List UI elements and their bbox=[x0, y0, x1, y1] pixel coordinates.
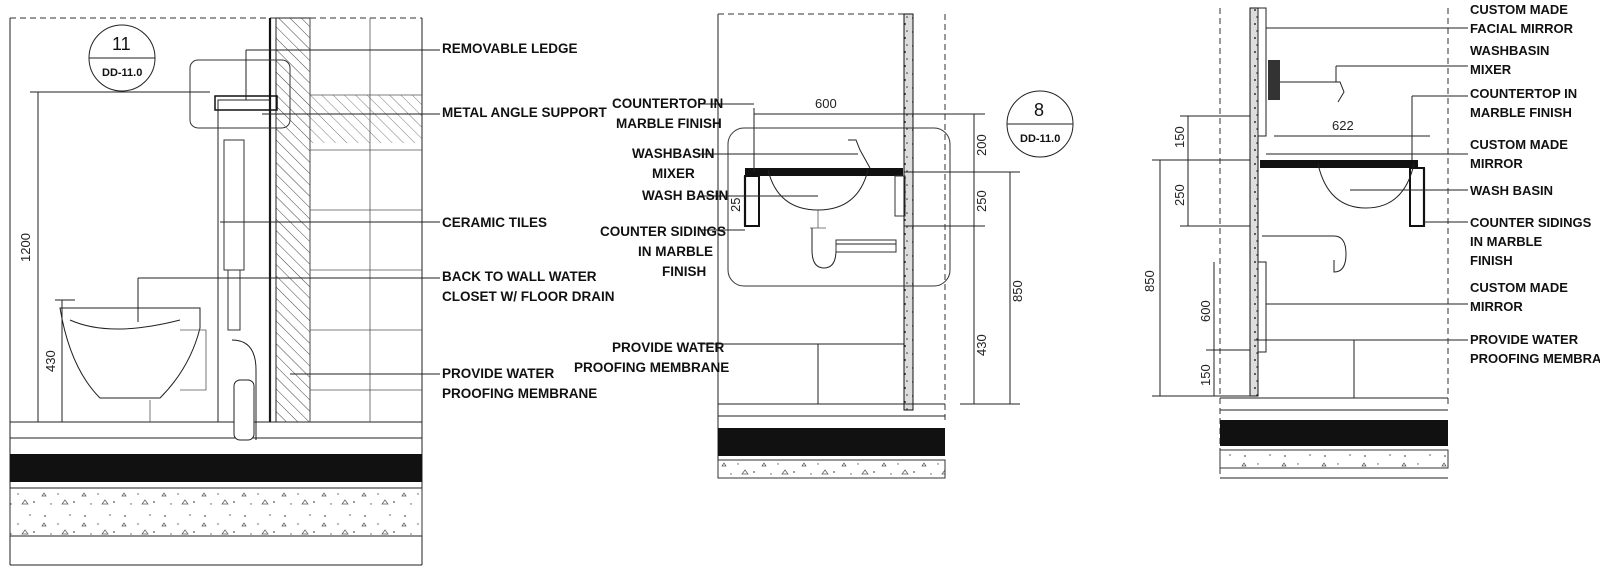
dim-600: 600 bbox=[815, 96, 837, 111]
screed-layer-right bbox=[1220, 420, 1448, 446]
label-sidings-8-line3: FINISH bbox=[662, 264, 706, 279]
label-wash-basin-8: WASH BASIN bbox=[642, 188, 728, 203]
label-ceramic-tiles: CERAMIC TILES bbox=[442, 215, 547, 230]
detail-tag-11: 11 DD-11.0 bbox=[88, 24, 156, 92]
label-mixer-8-line1: WASHBASIN bbox=[632, 146, 715, 161]
dim-25: 25 bbox=[728, 198, 743, 212]
detail-8-washbasin-counter: 600 200 250 850 430 25 8 DD-11.0 COUNTER… bbox=[574, 13, 1074, 479]
dim-200: 200 bbox=[974, 134, 989, 156]
label-mixer-right-line1: WASHBASIN bbox=[1470, 43, 1549, 58]
label-waterproof-11-line1: PROVIDE WATER bbox=[442, 366, 555, 381]
countertop-right bbox=[1260, 160, 1418, 168]
tag-number-8: 8 bbox=[1034, 100, 1044, 120]
masonry-wall bbox=[275, 17, 311, 423]
tag-number-11: 11 bbox=[112, 34, 131, 54]
dim-850: 850 bbox=[1010, 280, 1025, 302]
screed-layer-8 bbox=[718, 428, 945, 456]
label-mirror-b-line2: MIRROR bbox=[1470, 299, 1523, 314]
dim-1200: 1200 bbox=[18, 233, 33, 262]
detail-right-mirror-basin: 622 150 250 850 600 150 CUSTOM MADE FACI… bbox=[1142, 2, 1600, 479]
label-sidings-8-line2: IN MARBLE bbox=[638, 244, 713, 259]
label-wc-line2: CLOSET W/ FLOOR DRAIN bbox=[442, 289, 615, 304]
label-mixer-right-line2: MIXER bbox=[1470, 62, 1512, 77]
dim-250: 250 bbox=[974, 190, 989, 212]
ceramic-tile-grid bbox=[309, 18, 422, 422]
dim-430-8: 430 bbox=[974, 334, 989, 356]
label-waterproof-11-line2: PROOFING MEMBRANE bbox=[442, 386, 597, 401]
dim-250-right: 250 bbox=[1172, 184, 1187, 206]
concrete-slab bbox=[9, 487, 423, 537]
label-sidings-8-line1: COUNTER SIDINGS bbox=[600, 224, 726, 239]
screed-layer bbox=[10, 454, 422, 482]
label-removable-ledge: REMOVABLE LEDGE bbox=[442, 41, 578, 56]
wall-section-8 bbox=[903, 13, 914, 411]
dim-600-right: 600 bbox=[1198, 300, 1213, 322]
label-wc-line1: BACK TO WALL WATER bbox=[442, 269, 597, 284]
label-facial-mirror-line1: CUSTOM MADE bbox=[1470, 2, 1568, 17]
detail-11-water-closet: 1200 430 11 DD-11.0 REMOVABLE LEDGE META… bbox=[9, 17, 615, 566]
label-facial-mirror-line2: FACIAL MIRROR bbox=[1470, 21, 1574, 36]
label-mirror-a-line2: MIRROR bbox=[1470, 156, 1523, 171]
dim-850-right: 850 bbox=[1142, 270, 1157, 292]
countertop-8 bbox=[745, 168, 903, 176]
label-countertop-8-line2: MARBLE FINISH bbox=[616, 116, 722, 131]
dim-150-bottom: 150 bbox=[1198, 364, 1213, 386]
label-countertop-right-line2: MARBLE FINISH bbox=[1470, 105, 1572, 120]
dim-622: 622 bbox=[1332, 118, 1354, 133]
tag-ref-8: DD-11.0 bbox=[1020, 133, 1060, 145]
label-waterproof-8-line2: PROOFING MEMBRANE bbox=[574, 360, 729, 375]
detail-tag-8: 8 DD-11.0 bbox=[1006, 90, 1074, 158]
label-wash-basin-right: WASH BASIN bbox=[1470, 183, 1553, 198]
label-waterproof-right-line1: PROVIDE WATER bbox=[1470, 332, 1579, 347]
label-sidings-right-line3: FINISH bbox=[1470, 253, 1513, 268]
mixer-body bbox=[1268, 60, 1280, 100]
label-mirror-a-line1: CUSTOM MADE bbox=[1470, 137, 1568, 152]
label-waterproof-right-line2: PROOFING MEMBRANE bbox=[1470, 351, 1600, 366]
wc-pan bbox=[59, 307, 201, 399]
label-mixer-8-line2: MIXER bbox=[652, 166, 695, 181]
label-sidings-right-line1: COUNTER SIDINGS bbox=[1470, 215, 1592, 230]
label-metal-angle-support: METAL ANGLE SUPPORT bbox=[442, 105, 608, 120]
label-sidings-right-line2: IN MARBLE bbox=[1470, 234, 1543, 249]
wall-section-right bbox=[1249, 7, 1259, 397]
dim-150-top: 150 bbox=[1172, 126, 1187, 148]
label-countertop-8-line1: COUNTERTOP IN bbox=[612, 96, 723, 111]
tag-ref-11: DD-11.0 bbox=[102, 67, 142, 79]
dim-430: 430 bbox=[43, 350, 58, 372]
washbasin-bowl-right bbox=[1317, 163, 1415, 209]
label-mirror-b-line1: CUSTOM MADE bbox=[1470, 280, 1568, 295]
facial-mirror bbox=[1257, 7, 1267, 137]
lower-mirror bbox=[1257, 261, 1267, 353]
label-waterproof-8-line1: PROVIDE WATER bbox=[612, 340, 725, 355]
label-countertop-right-line1: COUNTERTOP IN bbox=[1470, 86, 1577, 101]
